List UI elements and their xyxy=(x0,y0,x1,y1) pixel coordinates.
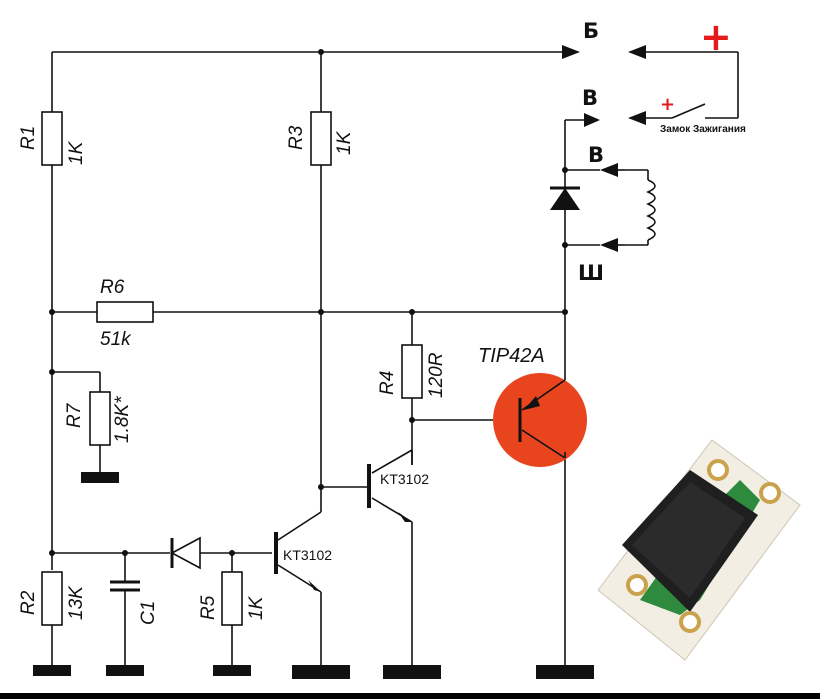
diode-right xyxy=(550,186,580,210)
svg-text:1K: 1K xyxy=(246,595,267,620)
plus-big-icon: + xyxy=(700,15,732,59)
svg-text:KT3102: KT3102 xyxy=(380,471,429,487)
terminal-b-label: Б xyxy=(583,19,599,43)
resistor-r5: R5 1K xyxy=(198,571,267,626)
resistor-r1: R1 1K xyxy=(18,111,87,166)
terminal-arrows xyxy=(562,45,739,127)
transistor-q2: KT3102 xyxy=(367,464,429,522)
svg-text:C1: C1 xyxy=(138,601,159,625)
svg-text:R6: R6 xyxy=(100,277,125,298)
ground-symbols xyxy=(33,472,594,679)
plus-small-icon: + xyxy=(660,94,675,115)
svg-text:1K: 1K xyxy=(334,130,355,155)
ignition-lock: + + Замок Зажигания xyxy=(660,15,746,135)
svg-text:R5: R5 xyxy=(198,595,219,620)
terminal-v-top-label: В xyxy=(582,86,598,110)
svg-text:120R: 120R xyxy=(426,352,447,398)
field-coil xyxy=(600,163,656,252)
svg-text:R4: R4 xyxy=(377,371,398,395)
terminal-sh-label: Ш xyxy=(578,261,604,285)
svg-text:R3: R3 xyxy=(286,125,307,150)
resistor-r6: R6 51k xyxy=(96,277,154,350)
junction-dots xyxy=(49,49,568,556)
diode-bottom xyxy=(170,536,201,570)
ignition-label: Замок Зажигания xyxy=(660,124,746,135)
transistor-q3: TIP42A xyxy=(478,345,587,467)
terminal-v-mid-label: В xyxy=(588,143,604,167)
svg-text:R7: R7 xyxy=(64,402,85,428)
svg-text:R1: R1 xyxy=(18,126,39,150)
svg-text:R2: R2 xyxy=(18,590,39,615)
svg-text:13K: 13K xyxy=(66,585,87,620)
terminal-labels: Б В В Ш xyxy=(578,19,604,285)
resistor-r4: R4 120R xyxy=(377,344,447,399)
svg-text:TIP42A: TIP42A xyxy=(478,345,545,367)
resistor-r3: R3 1K xyxy=(286,111,355,166)
transistor-q1: KT3102 xyxy=(274,532,332,592)
svg-text:1.8K*: 1.8K* xyxy=(112,396,133,443)
svg-text:1K: 1K xyxy=(66,140,87,165)
svg-text:KT3102: KT3102 xyxy=(283,547,332,563)
resistor-r7: R7 1.8K* xyxy=(64,391,133,446)
svg-text:51k: 51k xyxy=(100,329,132,350)
capacitor-c1: C1 xyxy=(110,580,159,625)
regulator-module-image xyxy=(597,439,801,661)
resistor-r2: R2 13K xyxy=(18,571,87,626)
bottom-border xyxy=(0,693,820,699)
